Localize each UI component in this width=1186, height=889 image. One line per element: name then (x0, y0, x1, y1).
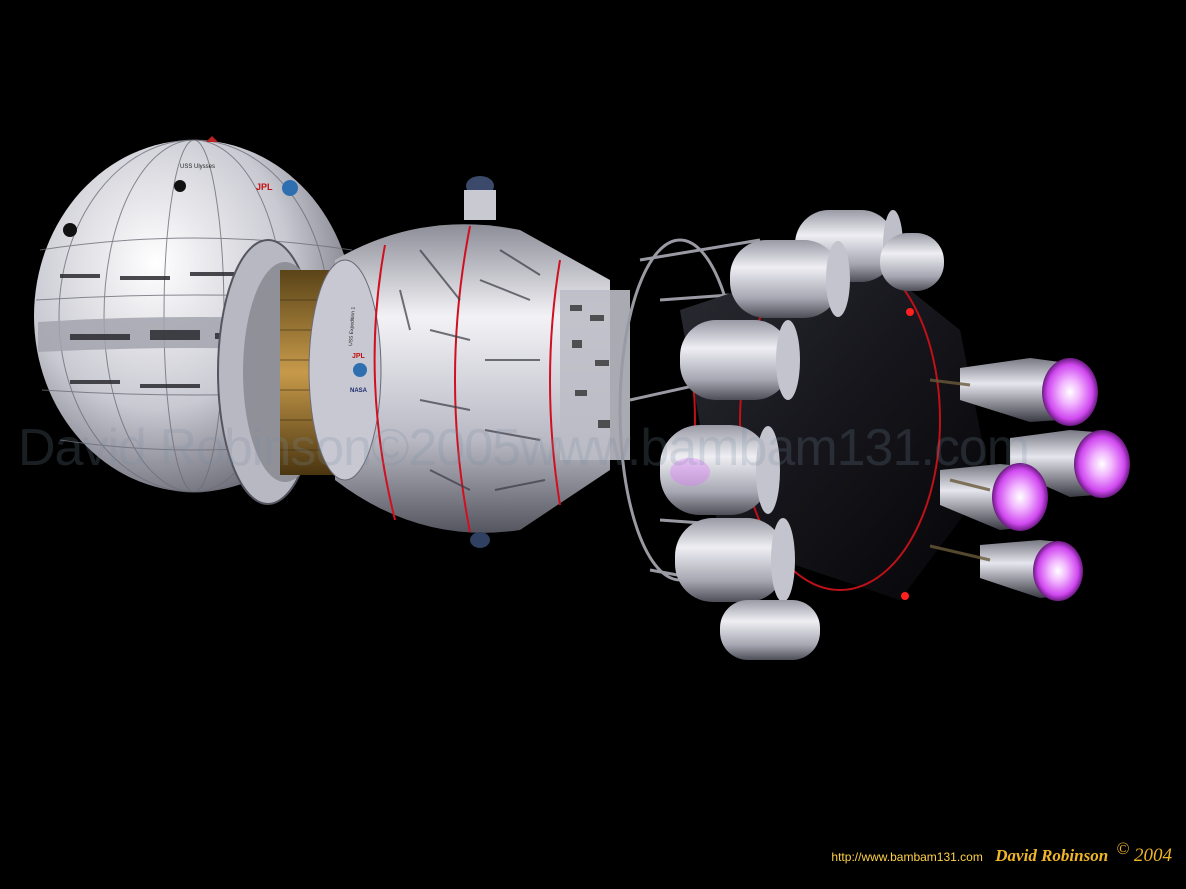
nozzle-1 (960, 358, 1098, 426)
engine-nozzles (929, 358, 1130, 601)
credit-line: http://www.bambam131.com David Robinson … (831, 839, 1172, 867)
module-logo-nasa: NASA (350, 388, 368, 394)
propellant-tanks (660, 210, 944, 660)
nozzle-3 (940, 463, 1048, 531)
sphere-name-text: USS Ulysses (180, 164, 215, 170)
credit-author: David Robinson (995, 846, 1109, 865)
nozzle-2 (1010, 430, 1130, 498)
module-logo-jpl: JPL (352, 353, 366, 360)
copyright-symbol: © (1116, 839, 1130, 858)
module-name-text: USS Expedition 1 (348, 306, 357, 346)
command-module (308, 176, 630, 548)
sphere-logo-text: JPL (256, 182, 273, 192)
credit-url: http://www.bambam131.com (831, 850, 983, 864)
credit-year: 2004 (1134, 845, 1172, 866)
nozzle-4 (980, 540, 1083, 601)
